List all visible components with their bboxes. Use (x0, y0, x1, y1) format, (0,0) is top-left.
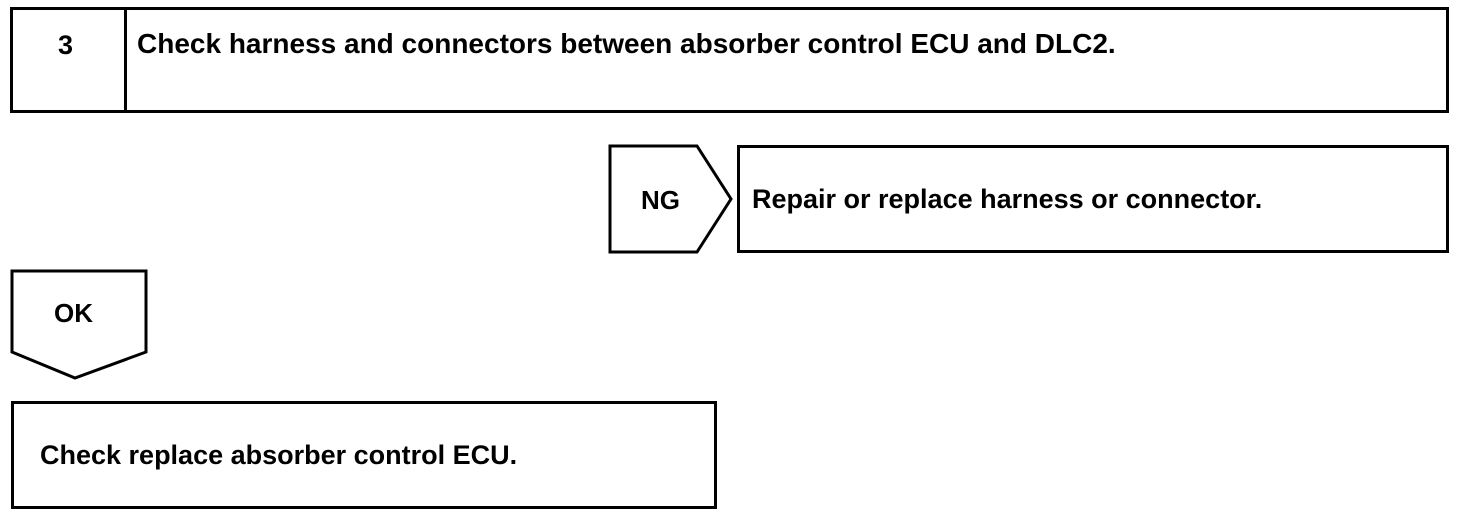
ng-action-box (737, 145, 1449, 253)
ng-action-text: Repair or replace harness or connector. (752, 184, 1263, 214)
step-title: Check harness and connectors between abs… (137, 28, 1116, 59)
ng-label: NG (641, 185, 680, 215)
ok-action-text: Check replace absorber control ECU. (40, 440, 518, 470)
step-number-divider (124, 7, 127, 113)
ok-label: OK (54, 298, 93, 328)
ok-action-box (11, 401, 717, 509)
step-box (10, 7, 1449, 113)
step-number: 3 (58, 30, 74, 60)
